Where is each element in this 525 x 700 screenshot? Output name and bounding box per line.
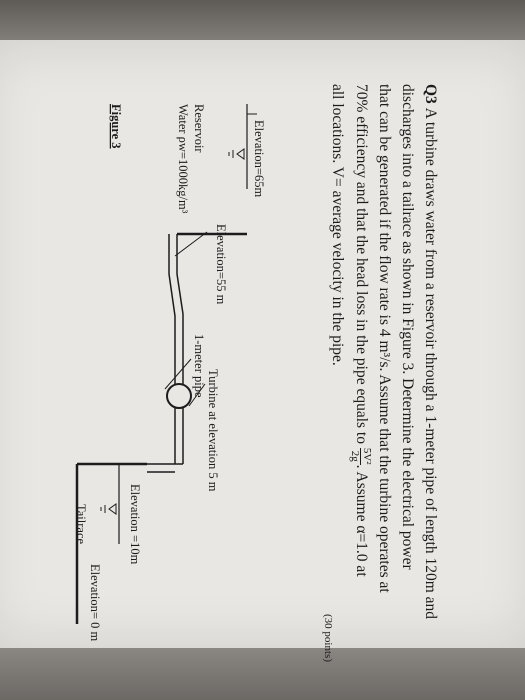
turbine-icon: [166, 383, 192, 409]
pipe-top-elevation-pointer: [174, 231, 208, 257]
background-top: [0, 0, 525, 45]
question-line-4a: 70% efficiency and that the head loss in…: [353, 84, 370, 444]
reservoir-elevation-label: Elevation=65m: [252, 120, 266, 197]
fraction-numerator: 5V²: [360, 447, 374, 465]
points-label: (30 points): [322, 614, 334, 662]
figure-3-diagram: Elevation=65m Reservoir Water ρw=1000kg/…: [74, 104, 266, 641]
water-density-label: Water ρw=1000kg/m³: [176, 104, 190, 214]
head-loss-fraction: 5V² 2g: [349, 447, 374, 465]
question-line-2: discharges into a tailrace as shown in F…: [399, 84, 416, 570]
reservoir-water-level-icon: [236, 148, 245, 160]
question-line-3: that can be generated if the flow rate i…: [376, 84, 393, 593]
fraction-denominator: 2g: [349, 450, 362, 462]
figure-caption: Figure 3: [109, 104, 123, 149]
tailrace-water-elevation-label: Elevation =10m: [128, 484, 142, 565]
question-text: Q3 A turbine draws water from a reservoi…: [326, 84, 442, 684]
question-number: Q3: [422, 84, 439, 104]
reservoir-label: Reservoir: [192, 104, 206, 153]
background-bottom: [0, 648, 525, 700]
pipe-label-pointer: [164, 358, 192, 390]
pipe-top-elevation-label: Elevation=55 m: [214, 224, 228, 305]
paper-sheet: [0, 40, 525, 650]
tailrace-water-level-icon: [108, 503, 117, 515]
question-line-4b: . Assume α=1.0 at: [353, 464, 370, 577]
pipe-label: 1-meter pipe: [192, 334, 206, 398]
turbine-label-pointer: [188, 383, 206, 407]
turbine-label: Turbine at elevation 5 m: [206, 369, 220, 492]
question-line-1: A turbine draws water from a reservoir t…: [422, 107, 439, 620]
pipe-lower-bend: [168, 273, 176, 317]
tailrace-bottom-elevation-label: Elevation= 0 m: [88, 564, 102, 641]
pipe-upper-bend: [176, 273, 184, 315]
question-line-5: all locations. V= average velocity in th…: [329, 84, 347, 366]
rotated-page-content: Q3 A turbine draws water from a reservoi…: [52, 84, 442, 684]
